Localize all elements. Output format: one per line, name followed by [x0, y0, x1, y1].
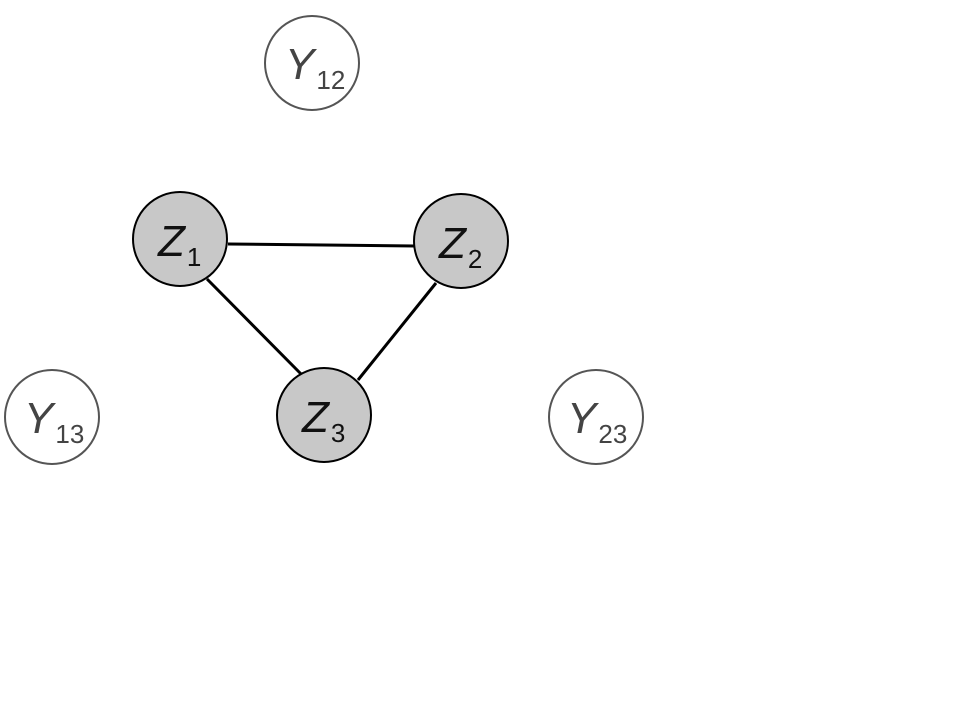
- node-z1: Z1: [132, 191, 228, 287]
- node-z2-main: Z: [438, 219, 468, 268]
- node-z1-sub: 1: [187, 242, 201, 272]
- node-y13: Y13: [4, 369, 100, 465]
- svg-text:Z1: Z1: [157, 217, 201, 272]
- node-z2: Z2: [413, 193, 509, 289]
- svg-text:Z3: Z3: [301, 393, 345, 448]
- edge-z2-z3: [356, 282, 438, 381]
- node-y12-circle: [264, 15, 360, 111]
- svg-text:Y23: Y23: [567, 394, 627, 449]
- node-y12-main: Y: [285, 40, 317, 89]
- node-z3: Z3: [276, 367, 372, 463]
- edges: [205, 242, 438, 381]
- node-y12-sub: 12: [316, 65, 345, 95]
- node-z2-circle: [413, 193, 509, 289]
- edge-z1-z3: [205, 277, 307, 380]
- node-y23-circle: [548, 369, 644, 465]
- node-y23-sub: 23: [598, 419, 627, 449]
- node-z3-circle: [276, 367, 372, 463]
- node-z1-main: Z: [157, 217, 187, 266]
- node-y13-sub: 13: [55, 419, 84, 449]
- node-z3-sub: 3: [331, 418, 345, 448]
- node-y23: Y23: [548, 369, 644, 465]
- node-z1-circle: [132, 191, 228, 287]
- svg-text:Y13: Y13: [24, 394, 84, 449]
- node-z3-main: Z: [301, 393, 331, 442]
- svg-text:Z2: Z2: [438, 219, 482, 274]
- node-z2-sub: 2: [468, 244, 482, 274]
- svg-text:Y12: Y12: [285, 40, 345, 95]
- node-y13-main: Y: [24, 394, 56, 443]
- edge-z1-z2: [227, 242, 416, 248]
- node-y23-main: Y: [567, 394, 599, 443]
- node-y12: Y12: [264, 15, 360, 111]
- node-y13-circle: [4, 369, 100, 465]
